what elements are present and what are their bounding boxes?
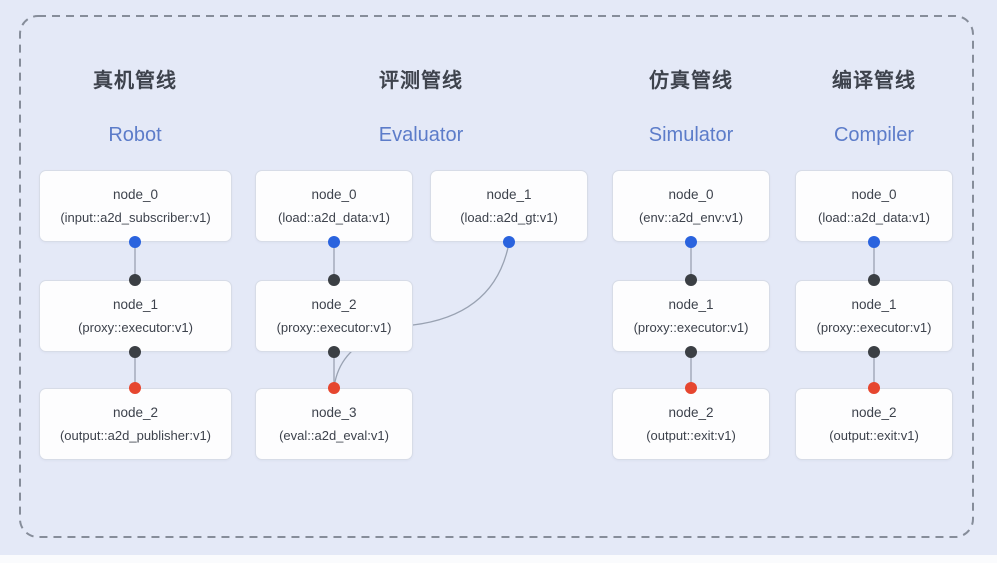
- input-port-dot: [685, 274, 697, 286]
- pipeline-title-zh-evaluator: 评测管线: [379, 70, 463, 92]
- node-card-eval-node0[interactable]: node_0 (load::a2d_data:v1): [255, 170, 413, 242]
- terminal-port-dot: [685, 382, 697, 394]
- output-port-dot: [129, 346, 141, 358]
- node-type: (proxy::executor:v1): [276, 320, 392, 335]
- node-card-eval-node1[interactable]: node_1 (load::a2d_gt:v1): [430, 170, 588, 242]
- pipeline-title-en-compiler: Compiler: [833, 124, 915, 146]
- output-port-dot: [868, 346, 880, 358]
- input-port-dot: [868, 274, 880, 286]
- node-type: (output::exit:v1): [646, 428, 736, 443]
- bottom-edge-strip: [0, 555, 997, 563]
- input-port-dot: [129, 274, 141, 286]
- node-card-comp-node2[interactable]: node_2 (output::exit:v1): [795, 388, 953, 460]
- node-card-comp-node1[interactable]: node_1 (proxy::executor:v1): [795, 280, 953, 352]
- node-name: node_0: [668, 187, 714, 202]
- node-card-comp-node0[interactable]: node_0 (load::a2d_data:v1): [795, 170, 953, 242]
- node-name: node_2: [668, 405, 714, 420]
- node-card-robot-node0[interactable]: node_0 (input::a2d_subscriber:v1): [39, 170, 232, 242]
- node-card-sim-node0[interactable]: node_0 (env::a2d_env:v1): [612, 170, 770, 242]
- node-card-sim-node1[interactable]: node_1 (proxy::executor:v1): [612, 280, 770, 352]
- output-port-dot: [685, 346, 697, 358]
- pipeline-title-zh-simulator: 仿真管线: [649, 70, 733, 92]
- node-card-eval-node3[interactable]: node_3 (eval::a2d_eval:v1): [255, 388, 413, 460]
- node-type: (load::a2d_data:v1): [277, 210, 391, 225]
- node-type: (input::a2d_subscriber:v1): [60, 210, 211, 225]
- terminal-port-dot: [328, 382, 340, 394]
- node-card-sim-node2[interactable]: node_2 (output::exit:v1): [612, 388, 770, 460]
- node-name: node_0: [311, 187, 357, 202]
- node-type: (output::exit:v1): [829, 428, 919, 443]
- input-port-dot: [328, 274, 340, 286]
- node-name: node_2: [851, 405, 897, 420]
- output-port-dot: [685, 236, 697, 248]
- link-eval-n1-n3-curve: [333, 242, 510, 389]
- pipeline-title-en-robot: Robot: [108, 124, 162, 146]
- node-name: node_0: [112, 187, 159, 202]
- output-port-dot: [328, 236, 340, 248]
- node-type: (load::a2d_data:v1): [817, 210, 931, 225]
- node-card-robot-node1[interactable]: node_1 (proxy::executor:v1): [39, 280, 232, 352]
- node-name: node_2: [311, 297, 357, 312]
- pipeline-title-en-simulator: Simulator: [648, 124, 734, 146]
- node-type: (proxy::executor:v1): [633, 320, 749, 335]
- output-port-dot: [868, 236, 880, 248]
- node-name: node_0: [851, 187, 897, 202]
- node-name: node_1: [851, 297, 897, 312]
- node-name: node_1: [668, 297, 714, 312]
- node-name: node_1: [486, 187, 532, 202]
- node-name: node_1: [112, 297, 159, 312]
- pipeline-title-en-evaluator: Evaluator: [378, 124, 464, 146]
- node-type: (output::a2d_publisher:v1): [59, 428, 212, 443]
- node-card-robot-node2[interactable]: node_2 (output::a2d_publisher:v1): [39, 388, 232, 460]
- node-name: node_3: [311, 405, 357, 420]
- pipeline-title-zh-robot: 真机管线: [93, 70, 177, 92]
- node-type: (proxy::executor:v1): [78, 320, 193, 335]
- terminal-port-dot: [868, 382, 880, 394]
- node-type: (env::a2d_env:v1): [638, 210, 744, 225]
- output-port-dot: [328, 346, 340, 358]
- output-port-dot: [129, 236, 141, 248]
- node-type: (eval::a2d_eval:v1): [279, 428, 389, 443]
- pipeline-title-zh-compiler: 编译管线: [832, 70, 916, 92]
- node-card-eval-node2[interactable]: node_2 (proxy::executor:v1): [255, 280, 413, 352]
- output-port-dot: [503, 236, 515, 248]
- node-type: (load::a2d_gt:v1): [460, 210, 558, 225]
- terminal-port-dot: [129, 382, 141, 394]
- node-type: (proxy::executor:v1): [816, 320, 932, 335]
- node-name: node_2: [112, 405, 159, 420]
